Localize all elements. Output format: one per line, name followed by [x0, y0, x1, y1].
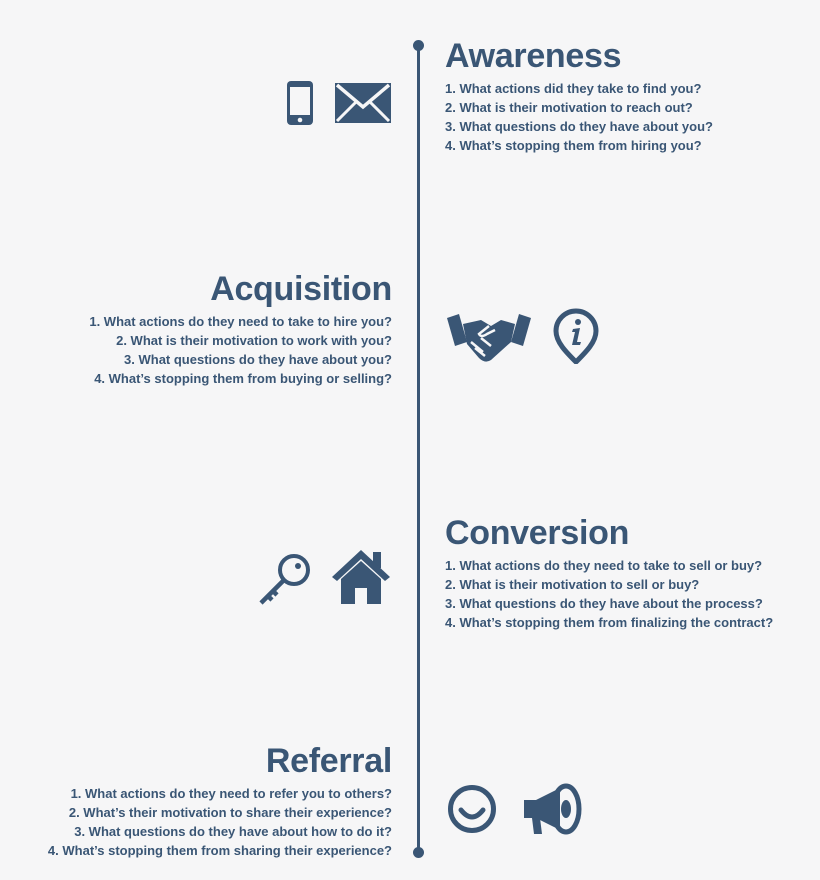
- house-icon: [330, 548, 392, 606]
- question-item: 4. What’s stopping them from buying or s…: [94, 371, 392, 386]
- question-item: 1. What actions do they need to take to …: [445, 558, 763, 573]
- question-item: 1. What actions do they need to take to …: [89, 314, 392, 329]
- question-list: 1. What actions do they need to take to …: [445, 556, 773, 632]
- megaphone-icon: [522, 782, 586, 838]
- question-item: 3. What questions do they have about how…: [74, 824, 392, 839]
- smiley-icon: [447, 784, 497, 834]
- question-item: 2. What is their motivation to sell or b…: [445, 577, 700, 592]
- timeline-start-dot: [413, 40, 424, 51]
- question-item: 4. What’s stopping them from finalizing …: [445, 615, 774, 630]
- stage-title: Awareness: [445, 37, 622, 75]
- question-item: 2. What is their motivation to reach out…: [445, 100, 693, 115]
- question-item: 2. What’s their motivation to share thei…: [68, 805, 392, 820]
- stage-referral: Referral 1. What actions do they need to…: [48, 742, 392, 860]
- timeline-axis: [417, 45, 420, 853]
- question-item: 3. What questions do they have about you…: [445, 119, 713, 134]
- question-list: 1. What actions do they need to take to …: [89, 312, 392, 388]
- phone-icon: [286, 80, 314, 126]
- question-item: 4. What’s stopping them from sharing the…: [47, 843, 392, 858]
- question-item: 2. What is their motivation to work with…: [116, 333, 392, 348]
- stage-title: Acquisition: [210, 270, 392, 308]
- stage-awareness: Awareness 1. What actions did they take …: [445, 37, 713, 155]
- envelope-icon: [334, 82, 392, 124]
- handshake-icon: [445, 310, 533, 366]
- question-item: 4. What’s stopping them from hiring you?: [445, 138, 702, 153]
- info-pin-icon: [553, 308, 599, 364]
- stage-title: Referral: [265, 742, 392, 780]
- question-list: 1. What actions do they need to refer yo…: [48, 784, 392, 860]
- stage-conversion: Conversion 1. What actions do they need …: [445, 514, 773, 632]
- timeline-end-dot: [413, 847, 424, 858]
- question-item: 1. What actions did they take to find yo…: [445, 81, 702, 96]
- key-icon: [256, 552, 312, 606]
- question-item: 1. What actions do they need to refer yo…: [70, 786, 392, 801]
- stage-title: Conversion: [445, 514, 630, 552]
- question-list: 1. What actions did they take to find yo…: [445, 79, 713, 155]
- stage-acquisition: Acquisition 1. What actions do they need…: [89, 270, 392, 388]
- question-item: 3. What questions do they have about the…: [445, 596, 763, 611]
- question-item: 3. What questions do they have about you…: [124, 352, 392, 367]
